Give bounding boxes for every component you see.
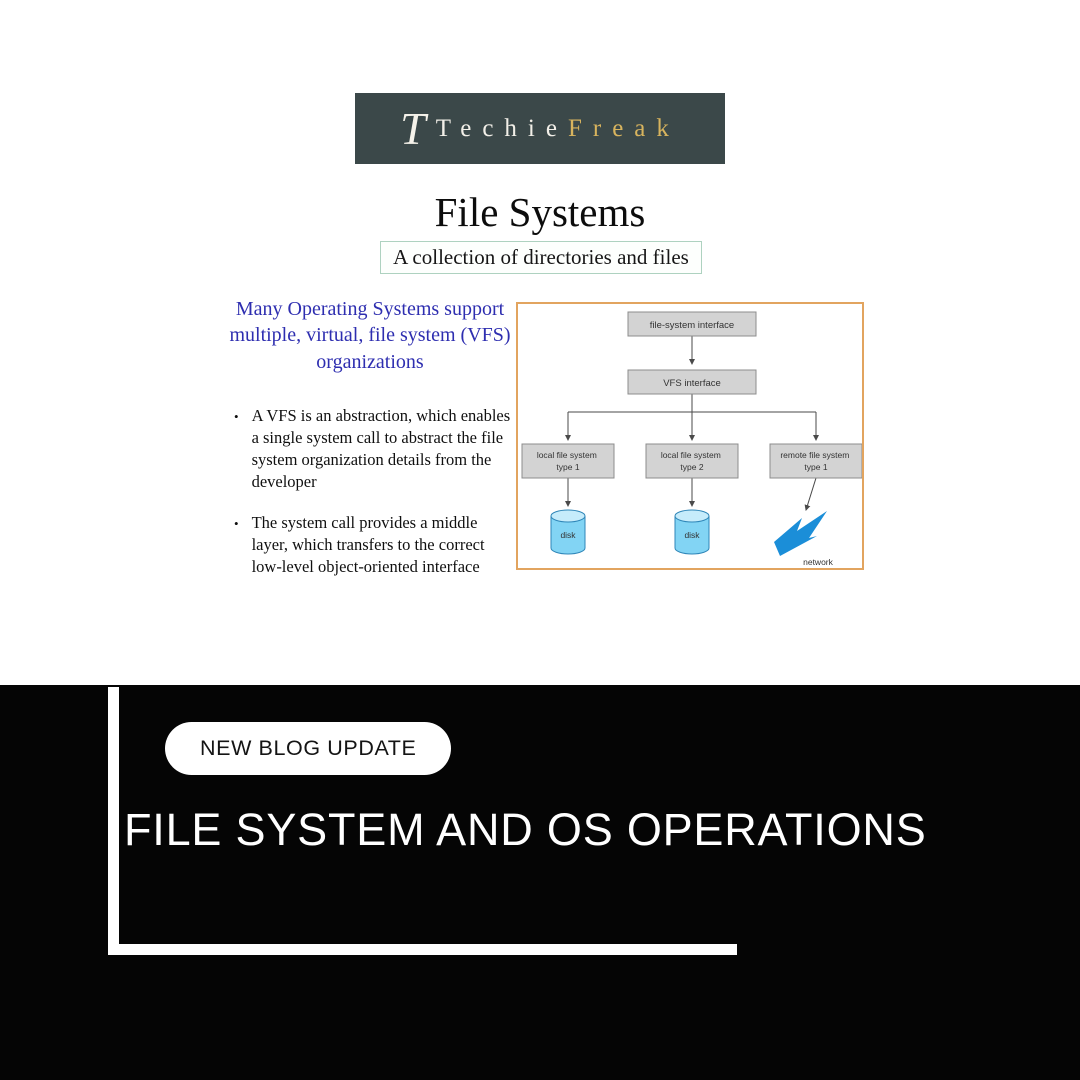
node-label: VFS interface [663, 378, 721, 389]
node-local-fs-1 [521, 443, 615, 479]
bullet-item: • The system call provides a middle laye… [234, 512, 512, 578]
vfs-diagram: file-system interface VFS interface loca… [516, 302, 864, 570]
banner-frame-horizontal [119, 944, 737, 955]
disk-label: disk [560, 530, 576, 540]
blog-headline: FILE SYSTEM AND OS OPERATIONS [124, 804, 927, 855]
node-label: remote file system type 1 [780, 450, 851, 472]
node-file-system-interface [627, 311, 757, 337]
banner-frame-vertical [108, 687, 119, 955]
node-label: local file system type 2 [661, 450, 723, 472]
bullet-marker: • [234, 515, 239, 531]
node-local-fs-2 [645, 443, 739, 479]
network-icon: network [774, 511, 834, 567]
bullet-text: The system call provides a middle layer,… [251, 512, 485, 576]
bullet-list: • A VFS is an abstraction, which enables… [228, 405, 512, 578]
disk-label: disk [684, 530, 700, 540]
new-blog-update-badge: NEW BLOG UPDATE [165, 722, 452, 775]
node-label: file-system interface [650, 320, 734, 331]
network-label: network [803, 557, 834, 567]
techiefreak-logo-icon: T [400, 102, 426, 154]
disk-icon: disk [550, 509, 586, 555]
bullet-marker: • [234, 409, 239, 425]
slide-subtitle-box: A collection of directories and files [380, 241, 702, 274]
slide-text-column: Many Operating Systems support multiple,… [228, 296, 512, 597]
blog-banner [0, 685, 1080, 1080]
logo-text-freak: Freak [567, 114, 680, 142]
disk-icon: disk [674, 509, 710, 555]
badge-label: NEW BLOG UPDATE [200, 736, 417, 760]
vfs-diagram-svg: file-system interface VFS interface loca… [521, 311, 863, 567]
node-label: local file system type 1 [537, 450, 599, 472]
vfs-heading: Many Operating Systems support multiple,… [229, 298, 511, 373]
bullet-item: • A VFS is an abstraction, which enables… [234, 405, 512, 493]
logo-text-techie: Techie [435, 114, 568, 142]
techiefreak-logo-banner: T Techie Freak [355, 93, 725, 164]
slide-title: File Systems [434, 189, 646, 235]
node-vfs-interface [627, 369, 757, 395]
connector-arrow [804, 477, 817, 511]
bullet-text: A VFS is an abstraction, which enables a… [251, 406, 511, 491]
slide-subtitle: A collection of directories and files [393, 245, 689, 269]
